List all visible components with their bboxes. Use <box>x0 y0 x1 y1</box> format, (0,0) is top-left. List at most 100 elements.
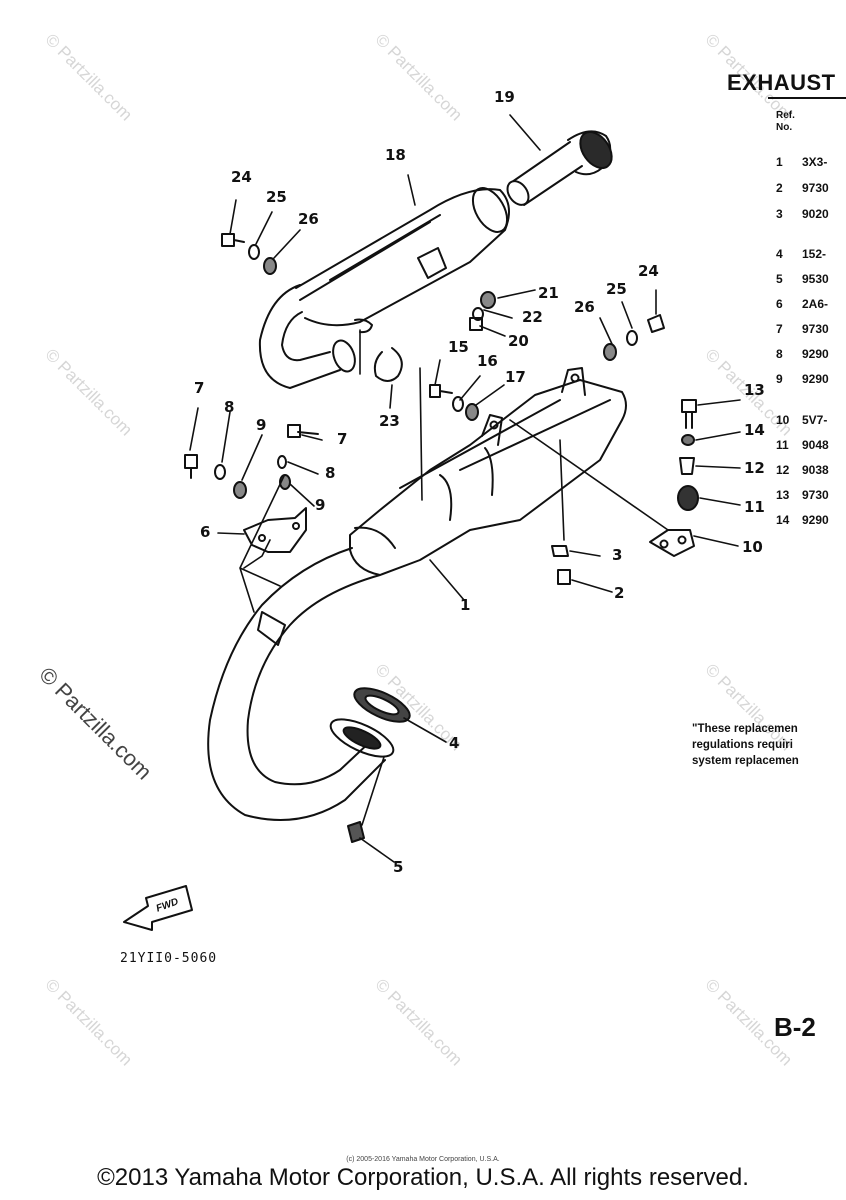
col-ref-label: Ref. <box>776 110 795 121</box>
bolt-7b <box>287 424 319 438</box>
callout-1: 1 <box>460 596 471 614</box>
page-code: B-2 <box>774 1012 816 1042</box>
callout-6: 6 <box>200 523 211 541</box>
washer-17 <box>465 403 479 421</box>
bracket-6 <box>243 507 307 553</box>
washer-9a <box>233 481 247 499</box>
callout-24a: 24 <box>231 168 252 186</box>
part-number: 9730 <box>802 322 829 336</box>
note-line: system replacemen <box>692 755 799 767</box>
ref-number: 1 <box>776 155 783 169</box>
ref-number: 8 <box>776 347 783 361</box>
parts-table-row: 12 9038 <box>776 463 829 477</box>
callout-7b: 7 <box>337 430 348 448</box>
callout-7a: 7 <box>194 379 205 397</box>
replacement-note: "These replacemen regulations requiri sy… <box>692 721 799 769</box>
parts-table-row: 4 152- <box>776 247 826 261</box>
callout-20: 20 <box>508 332 529 350</box>
bolt-13 <box>681 399 697 429</box>
ref-number: 7 <box>776 322 783 336</box>
parts-table-row: 10 5V7- <box>776 413 827 427</box>
washer-26b <box>603 343 617 361</box>
nut-5 <box>347 821 365 843</box>
bolt-24a <box>221 233 245 247</box>
bolt-15 <box>429 384 453 398</box>
callout-12: 12 <box>744 459 765 477</box>
ref-number: 2 <box>776 181 783 195</box>
washer-22 <box>472 307 484 321</box>
washer-21 <box>480 291 496 309</box>
part-number: 9730 <box>802 181 829 195</box>
ref-number: 12 <box>776 463 790 477</box>
callout-19: 19 <box>494 88 515 106</box>
callout-3: 3 <box>612 546 623 564</box>
bracket-10 <box>649 529 695 557</box>
callout-13: 13 <box>744 381 765 399</box>
small-copyright: (c) 2005-2016 Yamaha Motor Corporation, … <box>346 1156 500 1163</box>
callout-21: 21 <box>538 284 559 302</box>
callout-23: 23 <box>379 412 400 430</box>
callout-26a: 26 <box>298 210 319 228</box>
nut-3 <box>551 545 569 557</box>
tail-pipe-19 <box>506 130 613 206</box>
callout-10: 10 <box>742 538 763 556</box>
clip-23 <box>373 347 403 382</box>
callout-5: 5 <box>393 858 404 876</box>
washer-25b <box>626 330 638 346</box>
part-number: 9048 <box>802 438 829 452</box>
part-number: 9290 <box>802 513 829 527</box>
part-number: 152- <box>802 247 827 261</box>
part-number: 9290 <box>802 372 829 386</box>
part-number: 5V7- <box>802 413 828 427</box>
part-number: 9038 <box>802 463 829 477</box>
parts-table-row: 2 9730 <box>776 181 829 195</box>
note-line: "These replacemen <box>692 723 798 735</box>
flange <box>329 718 395 758</box>
ref-number: 14 <box>776 513 790 527</box>
ref-number: 9 <box>776 372 783 386</box>
washer-8b <box>277 455 287 469</box>
callout-25a: 25 <box>266 188 287 206</box>
callout-11: 11 <box>744 498 765 516</box>
footer-copyright: ©2013 Yamaha Motor Corporation, U.S.A. A… <box>97 1164 749 1191</box>
col-no-label: No. <box>776 122 793 133</box>
parts-table-header: Ref. No. <box>776 110 795 134</box>
parts-table-row: 9 9290 <box>776 372 829 386</box>
callout-17: 17 <box>505 368 526 386</box>
callout-9b: 9 <box>315 496 326 514</box>
callout-26b: 26 <box>574 298 595 316</box>
part-number: 3X3- <box>802 155 828 169</box>
callout-2: 2 <box>614 584 625 602</box>
page-title: EXHAUST <box>727 70 836 95</box>
bolt-2 <box>557 569 571 585</box>
collar-12 <box>679 457 695 475</box>
callout-9a: 9 <box>256 416 267 434</box>
ref-number: 10 <box>776 413 790 427</box>
bolt-20 <box>469 317 483 331</box>
part-number: 2A6- <box>802 297 829 311</box>
bolt-7a <box>184 454 198 479</box>
silencer-18 <box>258 187 510 389</box>
fwd-arrow-icon <box>123 885 193 931</box>
callout-8a: 8 <box>224 398 235 416</box>
grommet-11 <box>677 485 699 511</box>
ref-number: 4 <box>776 247 783 261</box>
callout-16: 16 <box>477 352 498 370</box>
callout-4: 4 <box>449 734 460 752</box>
ref-number: 11 <box>776 438 789 452</box>
washer-25a <box>248 244 260 260</box>
parts-table-row: 11 9048 <box>776 438 829 452</box>
washer-14 <box>681 434 695 446</box>
part-number: 9020 <box>802 207 829 221</box>
callout-15: 15 <box>448 338 469 356</box>
title-underline <box>768 97 846 99</box>
note-line: regulations requiri <box>692 739 793 751</box>
washer-16 <box>452 396 464 412</box>
callout-24b: 24 <box>638 262 659 280</box>
callout-14: 14 <box>744 421 765 439</box>
